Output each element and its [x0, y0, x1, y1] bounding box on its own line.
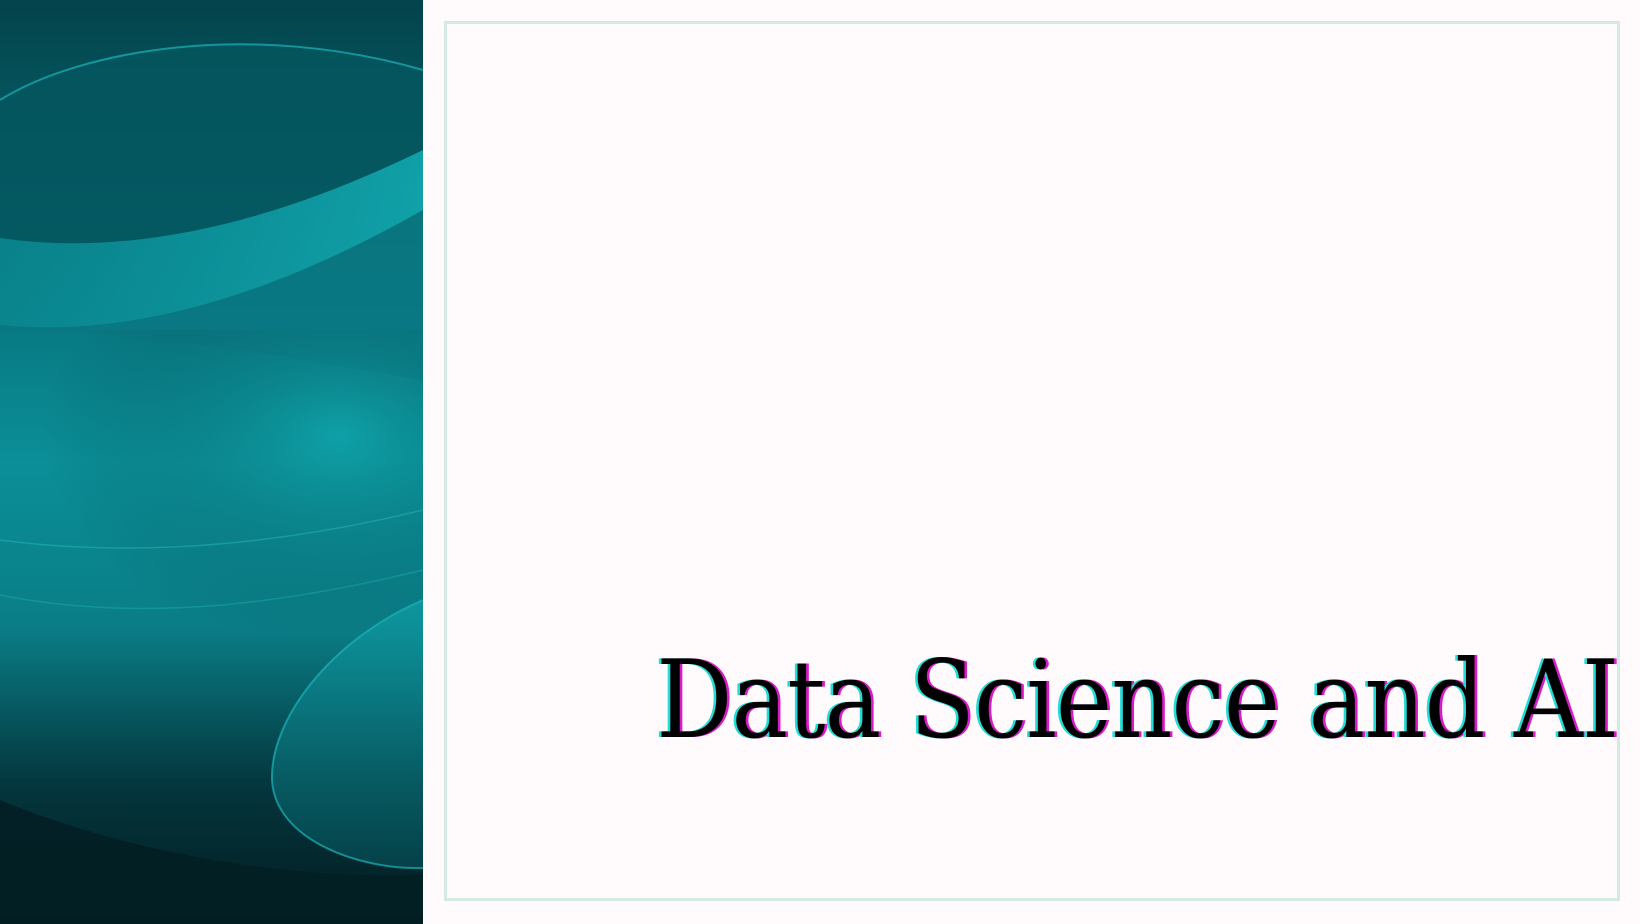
- wave-graphic: [0, 43, 423, 924]
- content-frame: [444, 21, 1620, 901]
- decorative-teal-wave-image: [0, 0, 423, 924]
- slide-title: Data Science and AI: [655, 638, 1619, 763]
